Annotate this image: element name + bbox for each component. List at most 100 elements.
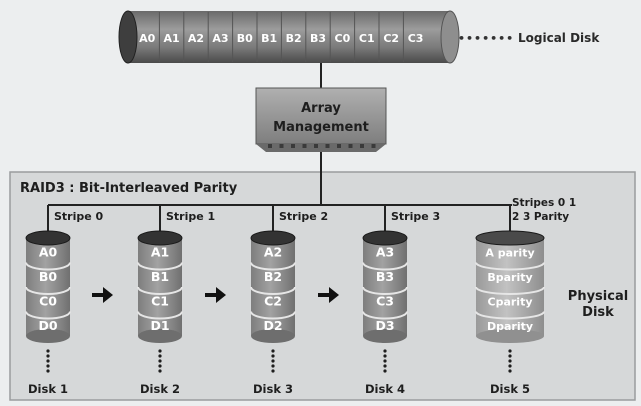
- disk-band-separator: [475, 311, 545, 320]
- disk-cylinder-bottom: [476, 329, 544, 343]
- array-management-line2: Management: [273, 120, 369, 135]
- continuation-dot: [508, 364, 512, 368]
- management-pin: [291, 144, 295, 148]
- parity-note-line1: Stripes 0 1: [512, 197, 576, 209]
- continuation-dot: [158, 364, 162, 368]
- continuation-dot: [158, 359, 162, 363]
- continuation-dot: [46, 354, 50, 358]
- continuation-dot: [46, 364, 50, 368]
- disk-band-separator: [25, 311, 71, 320]
- continuation-dot: [158, 369, 162, 373]
- disk-block-label: D0: [38, 318, 57, 333]
- disk-cylinder-top: [362, 230, 408, 246]
- logical-segment-label: C3: [408, 32, 424, 45]
- array-management-box: Array Management: [255, 87, 387, 152]
- continuation-dot: [158, 349, 162, 353]
- flow-arrows: [92, 287, 339, 303]
- disk-block-label: A3: [376, 244, 394, 259]
- logical-segment-label: A2: [188, 32, 204, 45]
- disk-cylinder-top: [475, 230, 545, 246]
- disk-cylinder-bottom: [26, 329, 70, 343]
- logical-segment-label: A1: [164, 32, 180, 45]
- continuation-dot: [383, 354, 387, 358]
- disk-cylinder-bottom: [251, 329, 295, 343]
- continuation-dot: [271, 364, 275, 368]
- logical-segment-label: C2: [383, 32, 399, 45]
- logical-segment-label: B0: [237, 32, 253, 45]
- stripe-label: Stripe 1: [166, 210, 215, 223]
- management-pin: [360, 144, 364, 148]
- management-pin: [279, 144, 284, 148]
- continuation-dot: [383, 359, 387, 363]
- continuation-dot: [508, 369, 512, 373]
- disk-block-label: B1: [151, 269, 169, 284]
- disk-block-label: Cparity: [488, 295, 533, 308]
- continuation-dot: [271, 354, 275, 358]
- disk-band-separator: [362, 262, 408, 271]
- stripe-label: Stripe 2: [279, 210, 328, 223]
- continuation-dot: [383, 369, 387, 373]
- continuation-dot: [46, 369, 50, 373]
- disk-band-separator: [25, 262, 71, 271]
- array-management-line1: Array: [301, 101, 341, 116]
- disk-block-label: D2: [263, 318, 282, 333]
- disk-cylinder-bottom: [363, 329, 407, 343]
- disk-cylinder-body: [476, 238, 544, 336]
- management-pin: [314, 144, 318, 148]
- management-pin: [325, 144, 330, 148]
- management-pin: [268, 144, 272, 148]
- arrow-right-icon: [205, 287, 226, 303]
- disk-label: Disk 2: [140, 382, 180, 396]
- disk-band-separator: [25, 286, 71, 295]
- continuation-dot: [383, 364, 387, 368]
- physical-disk-line2: Disk: [582, 305, 614, 320]
- disk-label: Disk 5: [490, 382, 530, 396]
- logical-segment-label: B3: [310, 32, 326, 45]
- disk-block-label: C1: [151, 293, 169, 308]
- logical-segment-label: A0: [139, 32, 156, 45]
- management-box-base: [256, 144, 386, 152]
- physical-disk-line1: Physical: [568, 289, 628, 304]
- disk-band-separator: [137, 262, 183, 271]
- logical-segment-label: B1: [261, 32, 277, 45]
- parity-note-line2: 2 3 Parity: [512, 211, 569, 223]
- disk-block-label: C2: [264, 293, 282, 308]
- disk-band-separator: [362, 311, 408, 320]
- disk-block-label: A2: [264, 244, 282, 259]
- disk-cylinder-bottom: [138, 329, 182, 343]
- management-pin: [371, 144, 376, 148]
- disk-band-separator: [250, 286, 296, 295]
- disk-band-separator: [250, 262, 296, 271]
- disk-cylinder-body: [26, 238, 70, 336]
- continuation-dot: [271, 349, 275, 353]
- disk-block-label: B2: [264, 269, 282, 284]
- disk-label: Disk 4: [365, 382, 405, 396]
- continuation-dot: [46, 349, 50, 353]
- disk-cylinder-body: [363, 238, 407, 336]
- disk-band-separator: [137, 286, 183, 295]
- continuation-dot: [271, 369, 275, 373]
- arrow-right-icon: [92, 287, 113, 303]
- continuation-dot: [158, 354, 162, 358]
- continuation-dot: [46, 359, 50, 363]
- disk-cylinder-top: [250, 230, 296, 246]
- disk-cylinder-top: [25, 230, 71, 246]
- disk-block-label: B0: [39, 269, 58, 284]
- disk-block-label: C0: [39, 293, 57, 308]
- continuation-dot: [508, 359, 512, 363]
- disk-label: Disk 1: [28, 382, 68, 396]
- disk-band-separator: [475, 262, 545, 271]
- disk-cylinder-body: [138, 238, 182, 336]
- continuation-dot: [383, 349, 387, 353]
- raid-title: RAID3 : Bit-Interleaved Parity: [20, 181, 238, 196]
- disk-block-label: A0: [39, 244, 58, 259]
- disk-cylinder-body: [251, 238, 295, 336]
- arrow-right-icon: [318, 287, 339, 303]
